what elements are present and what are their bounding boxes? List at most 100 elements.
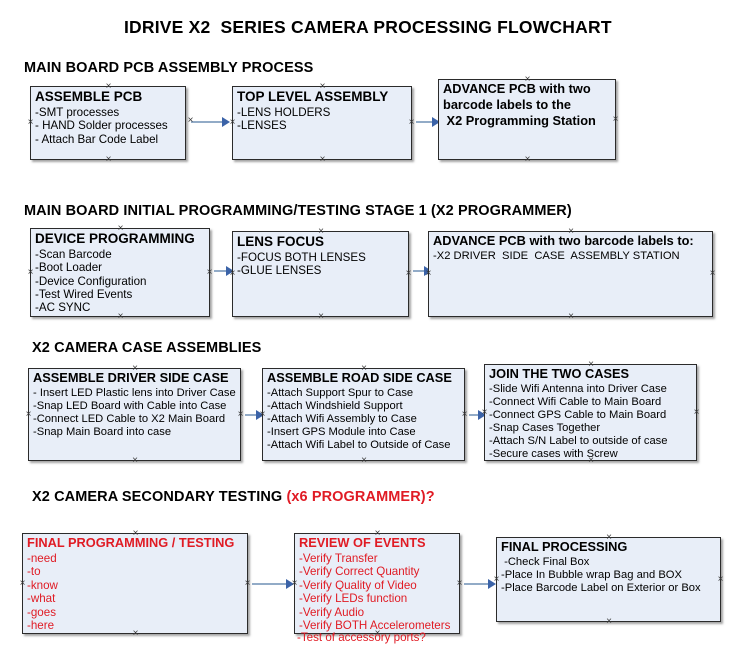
shape-handle-right[interactable]: [455, 579, 464, 588]
shape-handle-top[interactable]: [605, 533, 614, 542]
flow-box-body: FINAL PROGRAMMING / TESTING -need -to -k…: [23, 534, 247, 632]
shape-handle-right[interactable]: [611, 115, 620, 124]
shape-handle-top[interactable]: [317, 227, 326, 236]
connector-device-programming-to-lens-focus[interactable]: [214, 270, 232, 272]
shape-handle-bottom[interactable]: [104, 155, 113, 164]
flow-box-body: ADVANCE PCB with two barcode labels to t…: [439, 80, 615, 129]
shape-handle-top[interactable]: [373, 529, 382, 538]
connector-lens-focus-to-advance-pcb-driver-side[interactable]: [413, 270, 431, 272]
shape-handle-left[interactable]: [290, 579, 299, 588]
shape-handle-bottom[interactable]: [360, 456, 369, 465]
flow-box-body: REVIEW OF EVENTS -Verify Transfer -Verif…: [295, 534, 459, 632]
shape-handle-top[interactable]: [318, 82, 327, 91]
connector-review-of-events-to-final-processing[interactable]: [464, 583, 494, 585]
flow-box-advance-pcb-to-driver-side-case[interactable]: ADVANCE PCB with two barcode labels to: …: [428, 231, 713, 317]
shape-handle-left[interactable]: [228, 118, 237, 127]
shape-handle-top[interactable]: [131, 364, 140, 373]
shape-handle-right[interactable]: [716, 575, 725, 584]
shape-handle-right[interactable]: [692, 408, 701, 417]
shape-handle-right[interactable]: [205, 268, 214, 277]
shape-handle-bottom[interactable]: [587, 456, 596, 465]
flow-box-line: -SMT processes: [35, 105, 120, 119]
flow-box-line: -know: [27, 578, 58, 592]
shape-handle-top[interactable]: [116, 224, 125, 233]
flow-box-line: -Test Wired Events: [35, 287, 133, 301]
flow-box-line: -to: [27, 565, 41, 579]
flow-box-line: -LENS HOLDERS: [237, 105, 331, 119]
connector-driver-case-to-road-case[interactable]: [245, 414, 263, 416]
arrowhead-icon: [488, 579, 496, 589]
flow-box-advance-pcb-to-programming-station[interactable]: ADVANCE PCB with two barcode labels to t…: [438, 79, 616, 160]
flow-box-body: FINAL PROCESSING -Check Final Box -Place…: [497, 538, 720, 595]
shape-handle-left[interactable]: [228, 269, 237, 278]
flow-box-assemble-driver-side-case[interactable]: ASSEMBLE DRIVER SIDE CASE - Insert LED P…: [28, 368, 241, 461]
flow-box-final-processing[interactable]: FINAL PROCESSING -Check Final Box -Place…: [496, 537, 721, 622]
shape-handle-left[interactable]: [24, 410, 33, 419]
flow-box-line: -Connect LED Cable to X2 Main Board: [33, 412, 226, 425]
shape-handle-left[interactable]: [480, 408, 489, 417]
flow-box-line: -Attach S/N Label to outside of case: [489, 434, 668, 447]
shape-handle-right[interactable]: [708, 269, 717, 278]
flow-box-line: -GLUE LENSES: [237, 264, 322, 278]
flow-box-review-of-events[interactable]: REVIEW OF EVENTS -Verify Transfer -Verif…: [294, 533, 460, 634]
flow-box-header: ASSEMBLE ROAD SIDE CASE: [267, 370, 452, 385]
section-title-main-board-pcb-assembly: MAIN BOARD PCB ASSEMBLY PROCESS: [24, 60, 314, 76]
arrowhead-icon: [432, 117, 440, 127]
flow-box-top-level-assembly[interactable]: TOP LEVEL ASSEMBLY -LENS HOLDERS -LENSES: [232, 86, 412, 160]
shape-handle-bottom[interactable]: [116, 312, 125, 321]
shape-handle-top[interactable]: [587, 360, 596, 369]
flow-box-body: LENS FOCUS -FOCUS BOTH LENSES -GLUE LENS…: [233, 232, 408, 278]
connector-top-level-assembly-to-advance-pcb[interactable]: [416, 121, 438, 123]
shape-handle-bottom[interactable]: [131, 456, 140, 465]
shape-handle-right[interactable]: [407, 118, 416, 127]
flow-box-device-programming[interactable]: DEVICE PROGRAMMING -Scan Barcode -Boot L…: [30, 228, 210, 317]
flow-box-header: ADVANCE PCB with two barcode labels to:: [433, 233, 694, 248]
shape-handle-right[interactable]: [243, 579, 252, 588]
flow-box-assemble-road-side-case[interactable]: ASSEMBLE ROAD SIDE CASE -Attach Support …: [262, 368, 465, 461]
section-title-main-board-initial-programming: MAIN BOARD INITIAL PROGRAMMING/TESTING S…: [24, 203, 572, 219]
flow-box-header: DEVICE PROGRAMMING: [35, 231, 195, 246]
connector-road-case-to-join-cases[interactable]: [469, 414, 485, 416]
flow-box-lens-focus[interactable]: LENS FOCUS -FOCUS BOTH LENSES -GLUE LENS…: [232, 231, 409, 317]
section-title-text: X2 CAMERA SECONDARY TESTING: [32, 489, 287, 505]
shape-handle-left[interactable]: [424, 269, 433, 278]
flow-box-line: -need: [27, 551, 57, 565]
shape-handle-bottom[interactable]: [317, 312, 326, 321]
shape-handle-top[interactable]: [131, 529, 140, 538]
shape-handle-top[interactable]: [360, 364, 369, 373]
connector-final-programming-to-review-of-events[interactable]: [252, 583, 292, 585]
shape-handle-bottom[interactable]: [523, 155, 532, 164]
shape-handle-bottom[interactable]: [567, 312, 576, 321]
shape-handle-left[interactable]: [492, 575, 501, 584]
flow-box-header: FINAL PROGRAMMING / TESTING: [27, 535, 235, 550]
shape-handle-left[interactable]: [26, 268, 35, 277]
connector-assemble-pcb-to-top-level-assembly[interactable]: [191, 121, 228, 123]
flow-box-line: -Verify Audio: [299, 605, 365, 619]
shape-handle-bottom[interactable]: [318, 155, 327, 164]
flow-box-body: JOIN THE TWO CASES -Slide Wifi Antenna i…: [485, 365, 696, 461]
flow-box-overflow-line-review-of-events: -Test of accessory ports?: [297, 631, 426, 644]
shape-handle-top[interactable]: [523, 75, 532, 84]
shape-handle-right[interactable]: [236, 410, 245, 419]
flow-box-line: -Check Final Box: [501, 555, 590, 568]
flow-box-assemble-pcb[interactable]: ASSEMBLE PCB -SMT processes - HAND Solde…: [30, 86, 186, 160]
flow-box-line: -goes: [27, 605, 57, 619]
shape-handle-bottom[interactable]: [131, 629, 140, 638]
shape-handle-bottom[interactable]: [605, 617, 614, 626]
flow-box-line: -Insert GPS Module into Case: [267, 425, 416, 438]
flow-box-line: -Place Barcode Label on Exterior or Box: [501, 581, 701, 594]
flow-box-line: -Attach Wifi Label to Outside of Case: [267, 438, 451, 451]
shape-handle-left[interactable]: [26, 118, 35, 127]
flow-box-header: ASSEMBLE PCB: [35, 89, 143, 104]
flow-box-header: JOIN THE TWO CASES: [489, 366, 630, 381]
shape-handle-left[interactable]: [18, 579, 27, 588]
shape-handle-left[interactable]: [258, 410, 267, 419]
flow-box-join-the-two-cases[interactable]: JOIN THE TWO CASES -Slide Wifi Antenna i…: [484, 364, 697, 461]
shape-handle-top[interactable]: [567, 227, 576, 236]
shape-handle-right[interactable]: [404, 269, 413, 278]
shape-handle-top[interactable]: [104, 82, 113, 91]
connector-handle-start[interactable]: [186, 116, 195, 125]
flow-box-line: -Connect Wifi Cable to Main Board: [489, 395, 662, 408]
shape-handle-right[interactable]: [460, 410, 469, 419]
flow-box-final-programming-testing[interactable]: FINAL PROGRAMMING / TESTING -need -to -k…: [22, 533, 248, 634]
